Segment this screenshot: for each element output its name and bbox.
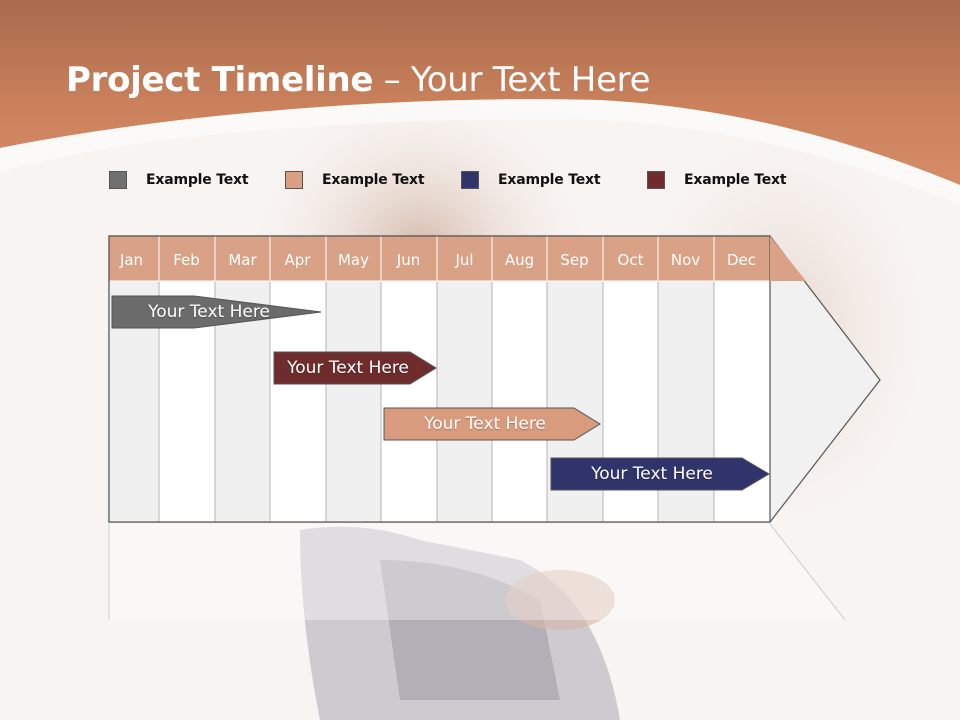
month-header-cell [325, 235, 382, 282]
month-header-cell [713, 235, 771, 282]
legend-swatch [285, 171, 303, 189]
month-label-jul: Jul [455, 251, 474, 269]
month-header-cell [436, 235, 493, 282]
task-bar-label: Your Text Here [591, 464, 713, 484]
legend-swatch [647, 171, 665, 189]
grid-outline [108, 235, 771, 523]
month-label-feb: Feb [173, 251, 200, 269]
task-bar [273, 351, 437, 385]
month-header-cell [158, 235, 216, 282]
month-column [269, 280, 327, 523]
month-header-tip [770, 236, 806, 281]
month-column [380, 280, 438, 523]
legend-swatch [109, 171, 127, 189]
month-label-oct: Oct [617, 251, 644, 269]
month-label-mar: Mar [228, 251, 257, 269]
month-label-aug: Aug [504, 251, 535, 269]
legend-label: Example Text [498, 172, 601, 188]
month-column [436, 280, 493, 523]
timeline-reflection [109, 524, 845, 620]
legend-label: Example Text [146, 172, 249, 188]
month-header-cell [657, 235, 715, 282]
task-bars [111, 295, 770, 491]
month-header-cell [269, 235, 327, 282]
legend-swatch [461, 171, 479, 189]
month-column [491, 280, 548, 523]
month-label-dec: Dec [726, 251, 757, 269]
legend-label: Example Text [322, 172, 425, 188]
slide-title: Project Timeline – Your Text Here [66, 60, 651, 100]
month-header-cell [214, 235, 271, 282]
month-label-sep: Sep [560, 251, 589, 269]
task-bar-label: Your Text Here [148, 302, 270, 322]
month-label-jan: Jan [119, 251, 144, 269]
legend-label: Example Text [684, 172, 787, 188]
task-bar [111, 295, 322, 329]
month-label-apr: Apr [284, 251, 311, 269]
month-column [325, 280, 382, 523]
month-label-nov: Nov [670, 251, 701, 269]
month-header-cell [602, 235, 659, 282]
slide-title-rest: – Your Text Here [373, 60, 651, 100]
task-bar [383, 407, 601, 441]
slide-title-bold: Project Timeline [66, 60, 374, 100]
task-bar [550, 457, 770, 491]
month-label-may: May [337, 251, 369, 269]
task-bar-label: Your Text Here [287, 358, 409, 378]
month-label-jun: Jun [396, 251, 421, 269]
task-bar-label: Your Text Here [424, 414, 546, 434]
